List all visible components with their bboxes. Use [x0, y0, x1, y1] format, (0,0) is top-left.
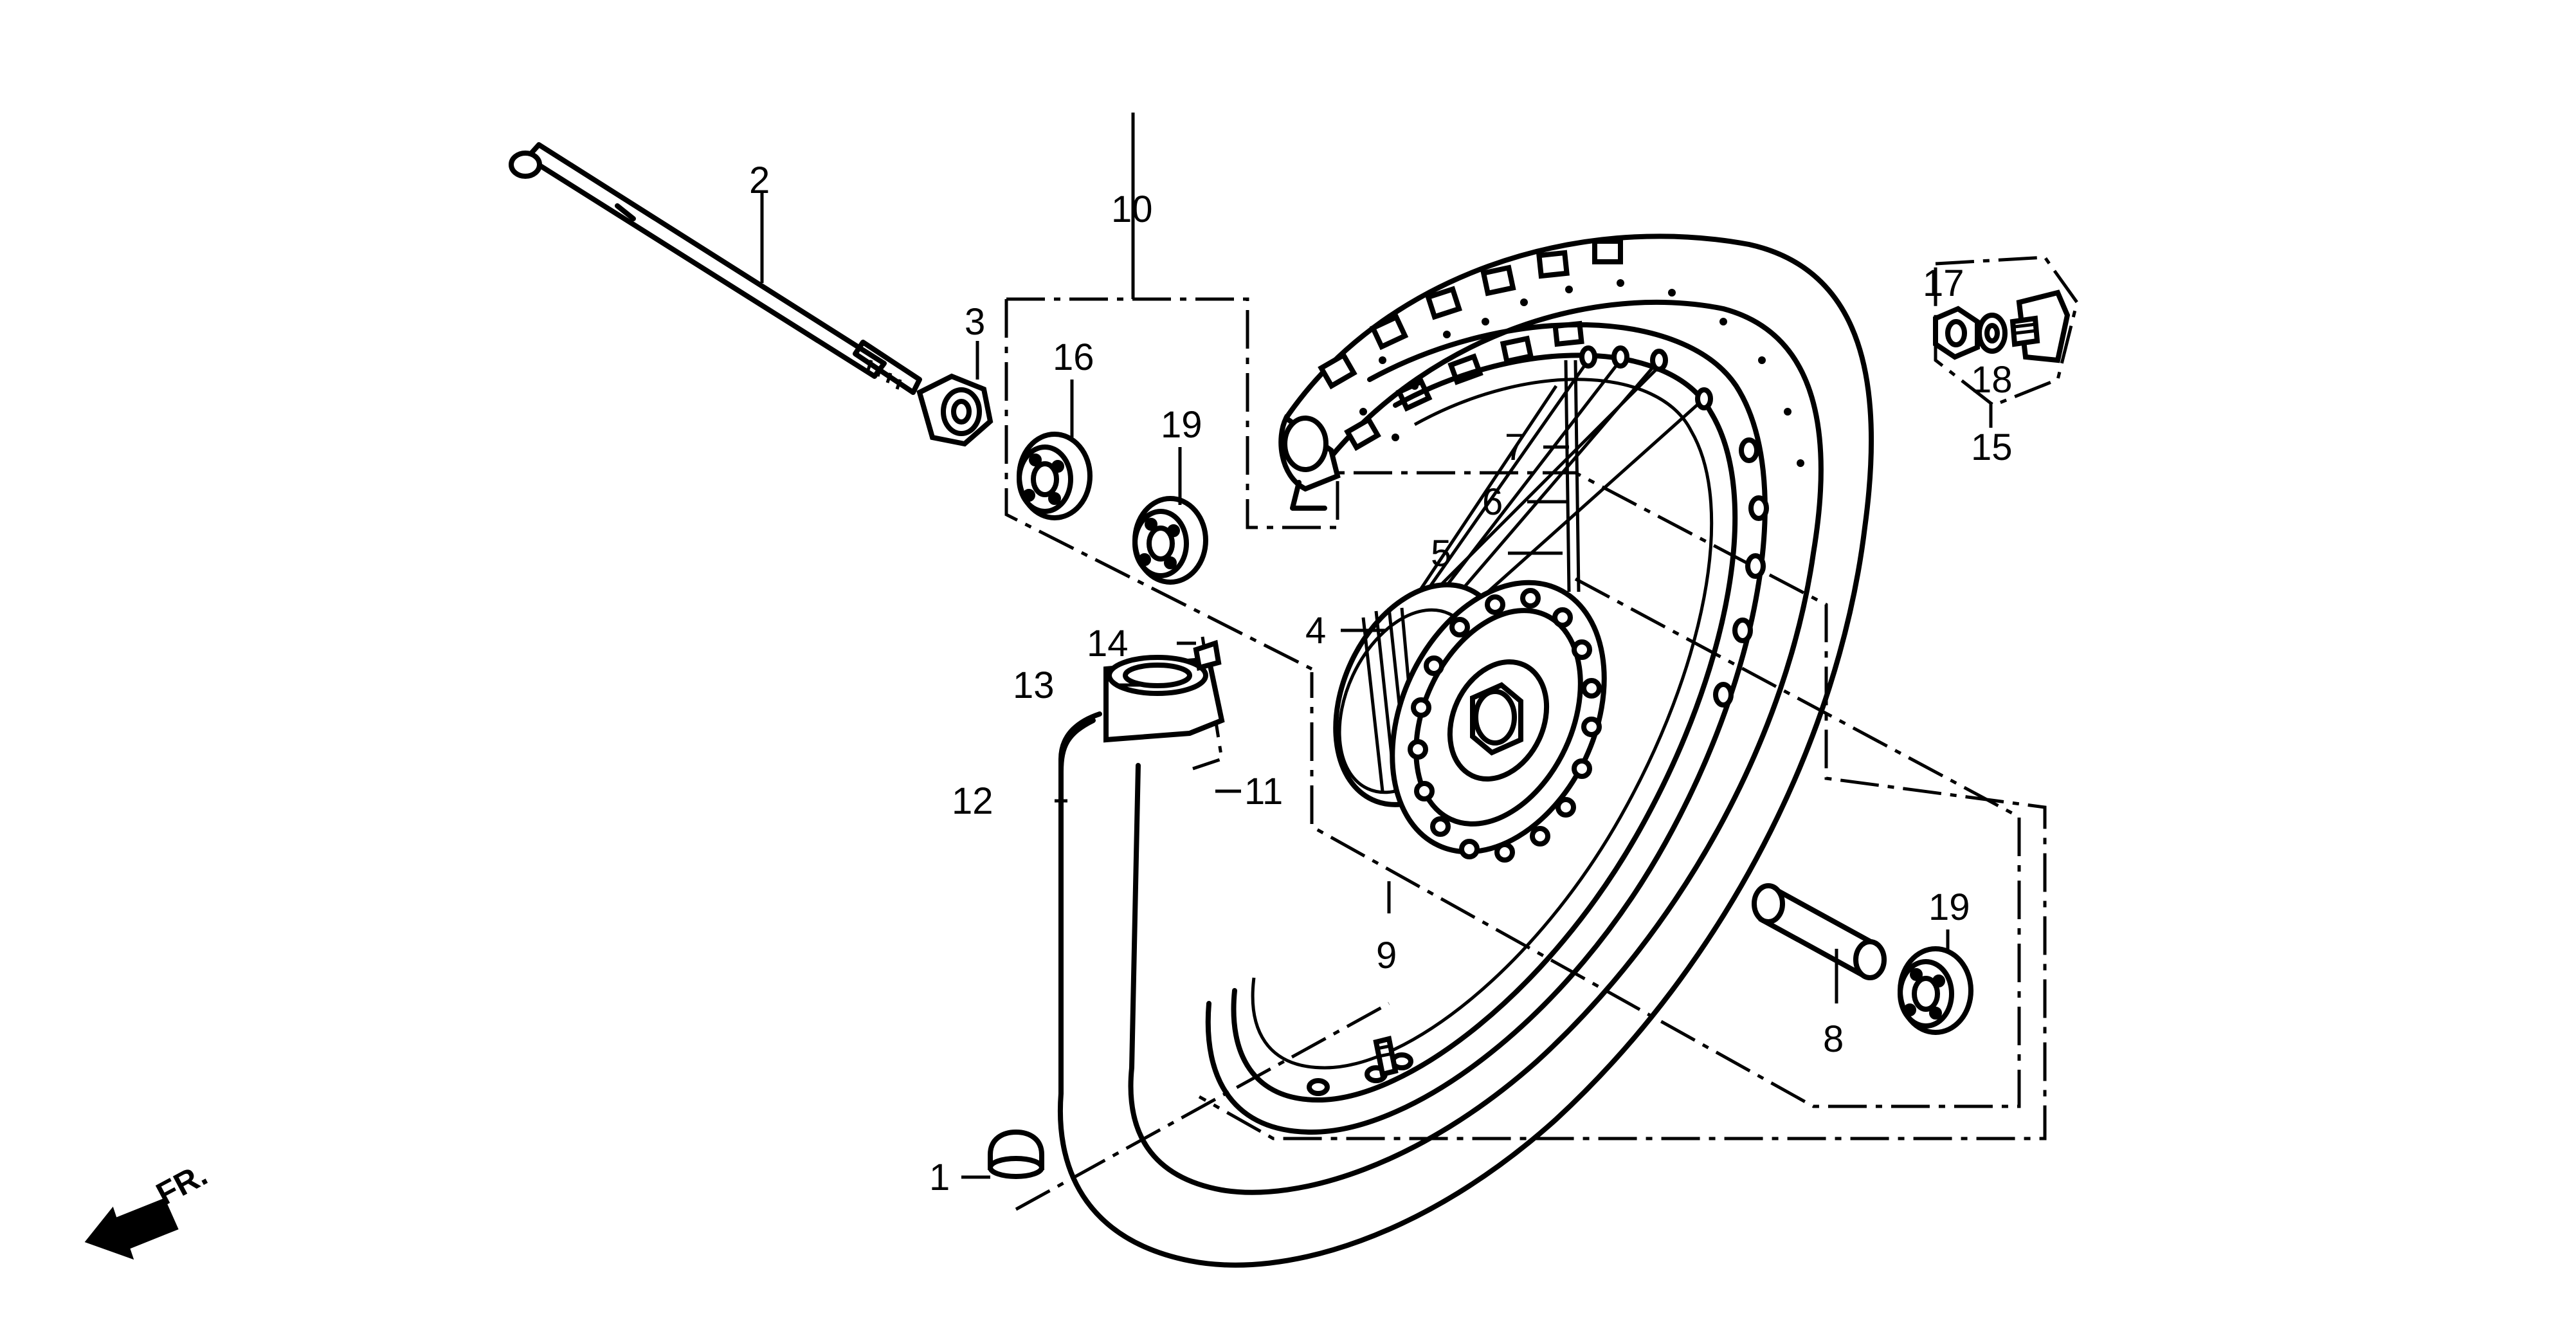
tube — [1058, 639, 1225, 1096]
valve-nut — [988, 1129, 1044, 1179]
rim — [1205, 322, 1769, 1135]
callout-3: 3 — [965, 301, 985, 343]
callout-12: 12 — [952, 780, 993, 822]
callout-13: 13 — [1013, 664, 1055, 706]
hub-holes — [1408, 588, 1602, 863]
bearing-19-lower — [1898, 946, 1973, 1035]
callout-2: 2 — [749, 160, 770, 201]
callout-5: 5 — [1431, 533, 1451, 574]
callout-15: 15 — [1971, 426, 2013, 468]
callout-1: 1 — [929, 1157, 950, 1198]
front-direction-arrow: FR. — [84, 1156, 213, 1260]
callout-18: 18 — [1971, 359, 2013, 401]
callout-6: 6 — [1482, 481, 1503, 523]
bearing-16 — [1017, 432, 1093, 520]
callout-10: 10 — [1111, 188, 1153, 230]
axle — [509, 142, 922, 395]
group-outline-tube — [1192, 636, 1224, 771]
callout-9: 9 — [1376, 935, 1397, 976]
callout-19-upper: 19 — [1161, 404, 1202, 446]
hub — [1333, 580, 1607, 863]
distance-collar — [1752, 883, 1887, 980]
callout-16: 16 — [1053, 336, 1094, 378]
group-outline-hub — [1310, 577, 2021, 1108]
callout-19-lower: 19 — [1928, 886, 1970, 928]
group-outline-bearings — [1004, 299, 1313, 671]
collar — [916, 373, 993, 447]
tire-stipple — [1359, 279, 1804, 467]
callout-11: 11 — [1244, 771, 1283, 812]
nut-bolt-set — [1933, 255, 2079, 407]
group-outline-wheel-assembly — [1006, 297, 2047, 1140]
leader-lines — [760, 113, 1993, 1179]
callout-8: 8 — [1823, 1018, 1844, 1060]
bearing-19-upper — [1132, 496, 1208, 585]
callout-7: 7 — [1505, 426, 1525, 468]
callout-4: 4 — [1305, 610, 1326, 652]
callout-17: 17 — [1923, 262, 1964, 304]
group-outline-nut — [1015, 1002, 1390, 1211]
callout-14: 14 — [1087, 623, 1129, 664]
